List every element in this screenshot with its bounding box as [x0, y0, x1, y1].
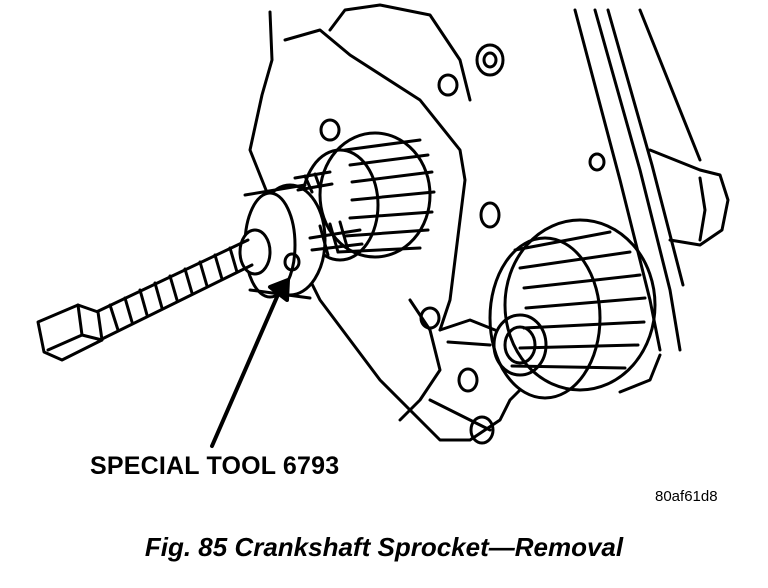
callout-arrow: [210, 278, 290, 448]
engine-block: [248, 3, 522, 442]
bolt-2: [437, 73, 459, 97]
special-tool-puller: [238, 170, 364, 300]
bolt-5: [419, 306, 441, 330]
bolt-4: [479, 201, 501, 229]
crankshaft-hub: [492, 313, 548, 377]
figure-caption: Fig. 85 Crankshaft Sprocket—Removal: [144, 532, 624, 562]
screw-hex-head: [36, 303, 104, 362]
special-tool-label: SPECIAL TOOL 6793: [90, 452, 340, 480]
forcing-screw: [36, 238, 254, 362]
timing-belt: [573, 8, 702, 394]
puller-stud-top: [293, 170, 334, 192]
bolt-7: [469, 415, 495, 445]
crankshaft-sprocket: [488, 218, 657, 400]
figure-id: 80af61d8: [655, 488, 718, 505]
bolt-1: [475, 43, 505, 77]
bolt-6: [457, 367, 479, 393]
bolt-3: [319, 118, 341, 142]
bolt-8: [588, 152, 606, 172]
belt-tensioner: [648, 148, 730, 247]
block-bolts: [319, 43, 606, 445]
puller-screw-tip-bolt: [283, 252, 301, 272]
